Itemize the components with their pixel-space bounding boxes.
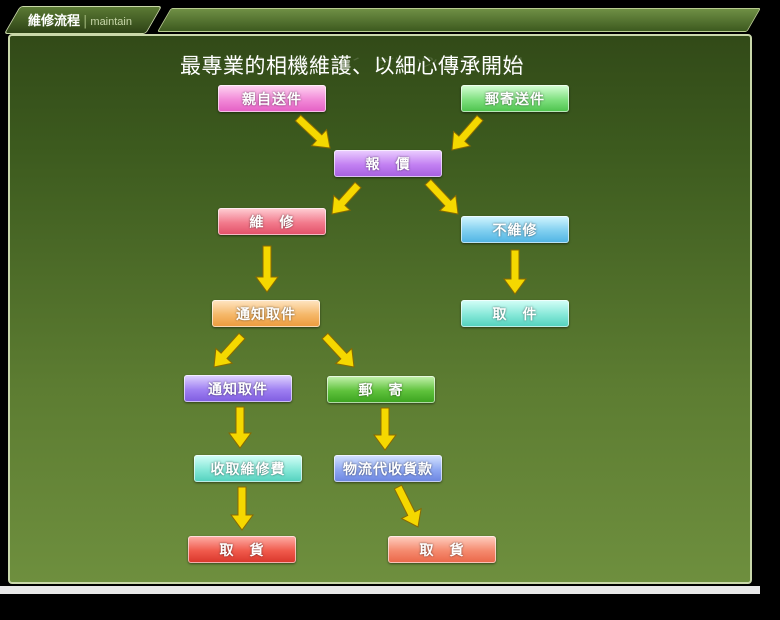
tab-title: 維修流程 <box>28 14 81 29</box>
arrow-quote-to-repair <box>331 181 362 215</box>
arrow-notice-to-mail <box>321 332 355 368</box>
headline: 最專業的相機維護、以細心傳承開始 <box>180 54 524 78</box>
flow-panel <box>8 34 752 584</box>
arrow-self-to-quote <box>294 114 331 149</box>
arrow-mail-to-cod <box>373 407 397 451</box>
content-frame: 維修流程|maintain <box>3 4 761 588</box>
node-mail-delivery: 郵寄送件 <box>461 85 569 112</box>
node-repair: 維 修 <box>218 208 326 235</box>
node-receive-1: 取 貨 <box>188 536 296 563</box>
node-pickup-return: 取 件 <box>461 300 569 327</box>
arrow-norepair-to-pickup <box>503 249 527 295</box>
node-cod: 物流代收貨款 <box>334 455 442 482</box>
node-pickup-notice-2: 通知取件 <box>184 375 292 402</box>
tab-separator: | <box>83 14 88 29</box>
bottom-strip <box>0 586 760 594</box>
arrow-repair-to-notice <box>255 245 279 293</box>
node-collect-fee: 收取維修費 <box>194 455 302 482</box>
arrow-quote-to-norepair <box>424 178 459 215</box>
tab-subtitle: maintain <box>90 16 132 28</box>
node-receive-2: 取 貨 <box>388 536 496 563</box>
arrow-notice2-to-fee <box>228 406 252 449</box>
node-self-delivery: 親自送件 <box>218 85 326 112</box>
title-tab-label: 維修流程|maintain <box>28 10 132 29</box>
node-mail-back: 郵 寄 <box>327 376 435 403</box>
node-quote: 報 價 <box>334 150 442 177</box>
arrow-notice-to-notice2 <box>213 332 246 368</box>
node-no-repair: 不維修 <box>461 216 569 243</box>
arrow-cod-to-receive <box>393 484 422 528</box>
arrow-mail-to-quote <box>451 114 484 151</box>
arrow-fee-to-receive <box>230 486 254 531</box>
title-bar: 維修流程|maintain <box>3 4 761 34</box>
node-pickup-notice: 通知取件 <box>212 300 320 327</box>
